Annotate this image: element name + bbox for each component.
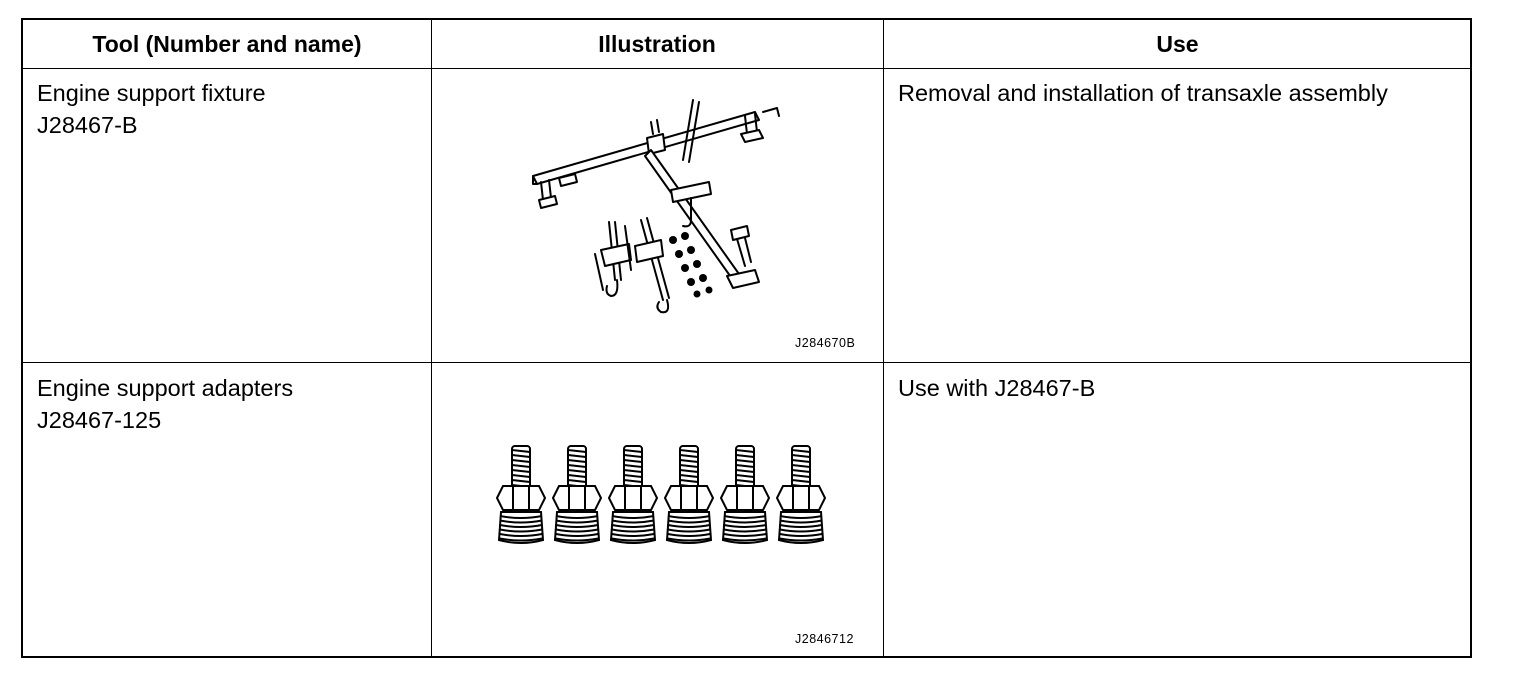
row2-tool-cell: Engine support adapters J28467-125 [37,372,293,436]
row1-tool-cell: Engine support fixture J28467-B [37,77,266,141]
header-tool: Tool (Number and name) [92,30,362,57]
row2-tool-number: J28467-125 [37,407,162,433]
row2-use: Use with J28467-B [898,375,1096,401]
column-divider-2 [883,20,884,656]
row1-illustration-code: J284670B [795,336,856,350]
adapter-bolt [495,445,547,544]
row1-use: Removal and installation of transaxle as… [898,80,1388,106]
engine-support-fixture-illustration [532,99,780,314]
adapter-bolt [551,445,603,544]
header-divider [23,68,1470,69]
row1-tool-number: J28467-B [37,112,138,138]
adapter-bolt [607,445,659,544]
column-divider-1 [431,20,432,656]
adapter-bolt [775,445,827,544]
row2-illustration-code: J2846712 [795,632,854,646]
row-divider [23,362,1470,363]
engine-support-adapters-illustration [495,445,827,544]
adapter-bolt [719,445,771,544]
adapter-bolt [663,445,715,544]
header-illustration: Illustration [598,30,716,57]
tool-table: Tool (Number and name) Illustration Use … [21,18,1472,658]
row1-tool-name: Engine support fixture [37,80,266,106]
header-use: Use [1156,30,1199,57]
row2-tool-name: Engine support adapters [37,375,294,401]
